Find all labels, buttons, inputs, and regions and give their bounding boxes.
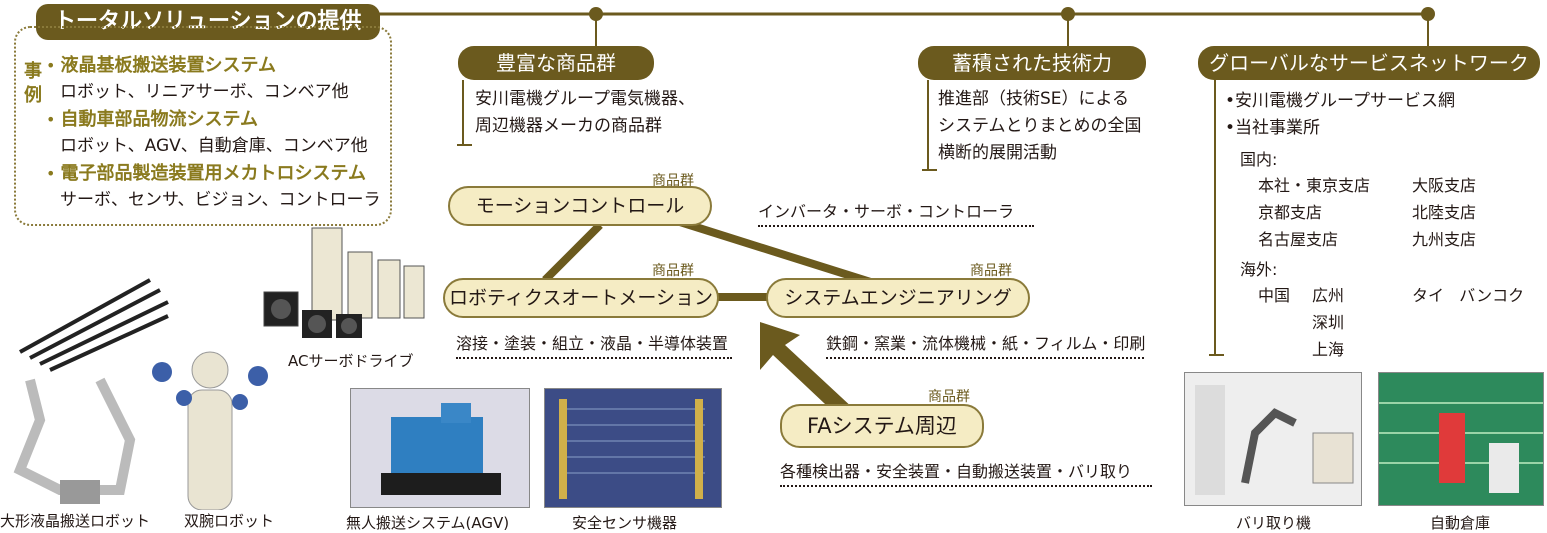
overseas-cities1: 広州 深圳 上海 xyxy=(1312,282,1344,363)
case-item: • 電子部品製造装置用メカトロシステム xyxy=(46,163,366,184)
overseas-label: 海外: xyxy=(1240,260,1278,279)
case-sub: ロボット、リニアサーボ、コンベア他 xyxy=(60,82,349,102)
system-node: システムエンジニアリング xyxy=(766,278,1030,318)
agv-caption: 無人搬送システム(AGV) xyxy=(346,514,510,532)
warehouse-caption: 自動倉庫 xyxy=(1430,514,1491,532)
warehouse-photo xyxy=(1378,372,1544,506)
deburr-photo xyxy=(1184,372,1362,506)
case-list: • 液晶基板搬送装置システム ロボット、リニアサーボ、コンベア他 • 自動車部品… xyxy=(46,52,380,214)
overseas-country1: 中国 xyxy=(1258,286,1291,305)
network-bullet: •当社事業所 xyxy=(1225,118,1321,138)
large-lcd-robot-image xyxy=(0,240,170,510)
total-solution-title: トータルソリューションの提供 xyxy=(54,9,362,34)
tech-text: 推進部（技術SE）による システムとりまとめの全国 横断的展開活動 xyxy=(938,86,1142,167)
network-bullets: •安川電機グループサービス網 •当社事業所 xyxy=(1225,88,1455,142)
office: 大阪支店 xyxy=(1412,176,1477,195)
deburr-caption: バリ取り機 xyxy=(1236,514,1312,532)
tech-banner: 蓄積された技術力 xyxy=(918,46,1146,80)
product-group-label: 商品群 xyxy=(652,263,694,279)
case-label: 事 例 xyxy=(24,60,42,108)
case-item: • 液晶基板搬送装置システム xyxy=(46,55,276,76)
products-line: 周辺機器メーカの商品群 xyxy=(475,116,662,136)
office: 本社・東京支店 xyxy=(1258,176,1371,195)
tech-title: 蓄積された技術力 xyxy=(952,51,1112,75)
domestic-label: 国内: xyxy=(1240,150,1278,169)
product-group-label: 商品群 xyxy=(928,389,970,405)
products-line: 安川電機グループ電気機器、 xyxy=(475,89,695,109)
office: 九州支店 xyxy=(1412,230,1477,249)
domestic-col1: 本社・東京支店 京都支店 名古屋支店 xyxy=(1258,172,1370,253)
product-group-label: 商品群 xyxy=(970,263,1012,279)
case-label-1: 事 xyxy=(24,61,42,82)
domestic-col2: 大阪支店 北陸支店 九州支店 xyxy=(1412,172,1476,253)
office: 京都支店 xyxy=(1258,203,1323,222)
total-solution-banner: トータルソリューションの提供 xyxy=(36,4,380,40)
city: 広州 xyxy=(1312,286,1345,305)
case-title: 液晶基板搬送装置システム xyxy=(60,55,276,76)
case-label-2: 例 xyxy=(24,85,42,106)
tech-line: 横断的展開活動 xyxy=(938,143,1057,163)
office: 名古屋支店 xyxy=(1258,230,1339,249)
city: バンコク xyxy=(1459,286,1525,305)
dual-arm-caption: 双腕ロボット xyxy=(184,512,275,530)
safety-sensor-photo xyxy=(544,388,722,508)
safety-caption: 安全センサ機器 xyxy=(572,514,678,532)
robotics-label: ロボティクスオートメーション xyxy=(449,287,713,309)
motion-desc: インバータ・サーボ・コントローラ xyxy=(758,198,1034,227)
ac-servo-image xyxy=(258,222,434,342)
case-title: 自動車部品物流システム xyxy=(60,109,258,130)
motion-label: モーションコントロール xyxy=(475,195,685,217)
city: 深圳 xyxy=(1312,313,1345,332)
products-banner: 豊富な商品群 xyxy=(458,46,654,80)
fa-label: FAシステム周辺 xyxy=(807,414,957,438)
case-sub: ロボット、AGV、自動倉庫、コンベア他 xyxy=(60,136,368,156)
city: 上海 xyxy=(1312,340,1345,359)
robotics-node: ロボティクスオートメーション xyxy=(443,278,719,318)
products-title: 豊富な商品群 xyxy=(496,51,616,75)
case-item: • 自動車部品物流システム xyxy=(46,109,258,130)
robotics-desc: 溶接・塗装・組立・液晶・半導体装置 xyxy=(456,330,732,359)
product-group-label: 商品群 xyxy=(652,173,694,189)
agv-photo xyxy=(350,388,530,508)
network-title: グローバルなサービスネットワーク xyxy=(1209,51,1529,75)
case-title: 電子部品製造装置用メカトロシステム xyxy=(60,163,366,184)
network-banner: グローバルなサービスネットワーク xyxy=(1198,46,1540,80)
network-bullet: •安川電機グループサービス網 xyxy=(1225,91,1456,111)
office: 北陸支店 xyxy=(1412,203,1477,222)
fa-node: FAシステム周辺 xyxy=(780,404,984,448)
cases-box xyxy=(14,26,392,226)
fa-desc: 各種検出器・安全装置・自動搬送装置・バリ取り xyxy=(780,458,1152,487)
tech-line: システムとりまとめの全国 xyxy=(938,116,1142,136)
overseas-country2: タイ バンコク xyxy=(1412,282,1524,309)
system-desc: 鉄鋼・窯業・流体機械・紙・フィルム・印刷 xyxy=(826,330,1145,359)
ac-servo-caption: ACサーボドライブ xyxy=(288,352,414,370)
motion-node: モーションコントロール xyxy=(448,186,712,226)
case-sub: サーボ、センサ、ビジョン、コントローラ xyxy=(60,190,381,210)
country: タイ xyxy=(1412,286,1445,305)
products-text: 安川電機グループ電気機器、 周辺機器メーカの商品群 xyxy=(475,86,695,140)
system-label: システムエンジニアリング xyxy=(784,287,1012,309)
large-lcd-robot-caption: 大形液晶搬送ロボット xyxy=(0,512,151,530)
tech-line: 推進部（技術SE）による xyxy=(938,89,1130,109)
dual-arm-robot-image xyxy=(140,340,280,511)
